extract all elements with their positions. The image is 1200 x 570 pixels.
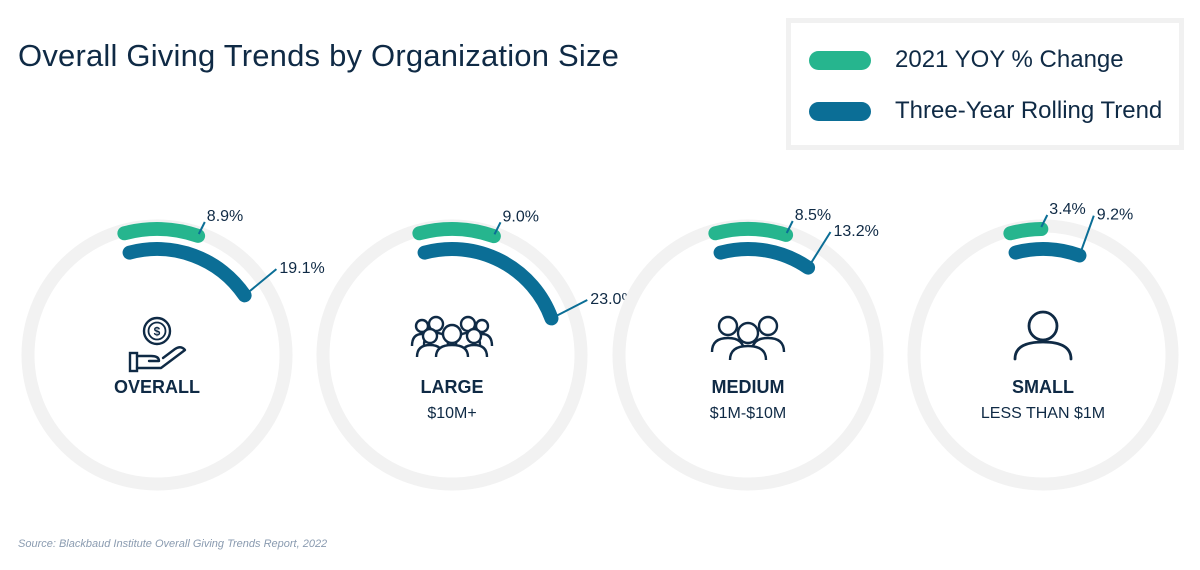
chart-legend: 2021 YOY % Change Three-Year Rolling Tre…	[786, 18, 1184, 150]
category-name-small: SMALL	[1012, 377, 1074, 397]
yoy-label-small: 3.4%	[1049, 201, 1085, 218]
group-medium: 8.5%13.2% MEDIUM $1M-$10M	[612, 207, 884, 491]
category-subtitle-large: $10M+	[427, 405, 476, 422]
legend-swatch-yoy	[809, 50, 871, 70]
legend-item-yoy: 2021 YOY % Change	[809, 45, 1124, 75]
group-overall: 8.9% 19.1% $ OVERALL	[21, 208, 325, 491]
category-subtitle-medium: $1M-$10M	[710, 405, 786, 422]
legend-label-trend: Three-Year Rolling Trend	[895, 97, 1163, 124]
svg-text:$: $	[154, 325, 161, 339]
chart-title: Overall Giving Trends by Organization Si…	[18, 38, 620, 73]
legend-item-trend: Three-Year Rolling Trend	[809, 96, 1162, 126]
group-small: 3.4% 9.2% SMALL LESS THAN $1M	[907, 201, 1179, 491]
group-large: 9.0%23.0% LARGE$10M+	[316, 208, 636, 491]
hand-coin-icon: $	[128, 316, 187, 373]
yoy-leader-small	[1040, 214, 1049, 228]
group-large-icon	[410, 315, 494, 358]
trend-label-overall: 19.1%	[279, 260, 324, 277]
trend-label-medium: 13.2%	[834, 223, 879, 240]
trend-leader-small	[1078, 215, 1095, 256]
person-icon	[1013, 310, 1073, 361]
category-subtitle-small: LESS THAN $1M	[981, 405, 1105, 422]
yoy-arc-overall	[117, 222, 206, 243]
yoy-arc-medium	[708, 222, 794, 242]
group-medium-icon	[710, 315, 786, 361]
legend-swatch-trend	[809, 101, 871, 121]
trend-leader-medium	[807, 231, 832, 269]
category-name-medium: MEDIUM	[712, 377, 785, 397]
trend-arc-medium	[713, 242, 816, 275]
yoy-leader-overall	[197, 221, 206, 235]
yoy-label-medium: 8.5%	[795, 207, 831, 224]
track-ring-overall	[21, 219, 293, 491]
yoy-arc-large	[412, 222, 501, 244]
source-note: Source: Blackbaud Institute Overall Givi…	[18, 538, 328, 550]
trend-label-small: 9.2%	[1097, 207, 1133, 224]
trend-arc-large	[417, 242, 559, 326]
trend-arc-overall	[122, 242, 252, 303]
yoy-leader-large	[493, 221, 502, 235]
category-name-large: LARGE	[421, 377, 484, 397]
track-ring-small	[907, 219, 1179, 491]
trend-arc-small	[1008, 242, 1087, 263]
trend-leader-large	[551, 299, 588, 320]
yoy-arc-small	[1003, 222, 1049, 241]
yoy-leader-medium	[785, 220, 794, 234]
legend-label-yoy: 2021 YOY % Change	[895, 46, 1124, 73]
yoy-label-overall: 8.9%	[207, 208, 243, 225]
category-name-overall: OVERALL	[114, 377, 200, 397]
yoy-label-large: 9.0%	[503, 208, 539, 225]
trend-leader-overall	[243, 268, 278, 297]
